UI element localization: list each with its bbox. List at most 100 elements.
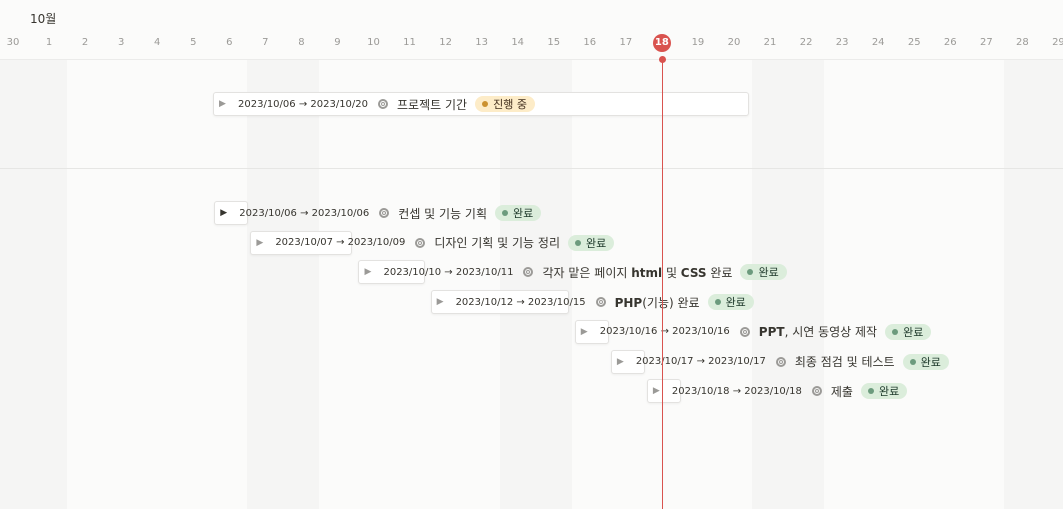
- day-number: 21: [763, 37, 777, 48]
- status-dot-icon: [714, 299, 721, 306]
- status-badge: 완료: [495, 205, 542, 221]
- timeline-item[interactable]: ▶ 2023/10/16 → 2023/10/16 PPT, 시연 동영상 제작 완료: [579, 320, 932, 344]
- day-number: 3: [117, 37, 125, 48]
- timeline-item[interactable]: ▶ 2023/10/18 → 2023/10/18 제출 완료: [651, 379, 908, 403]
- timeline-bar[interactable]: [574, 319, 609, 344]
- task-title: PHP(기능) 완료: [614, 295, 700, 310]
- group-divider: [0, 168, 1063, 169]
- day-number: 13: [475, 37, 488, 48]
- timeline-bar[interactable]: [250, 230, 353, 255]
- day-number: 14: [511, 37, 525, 48]
- status-dot-icon: [892, 328, 899, 335]
- expand-toggle-icon[interactable]: ▶: [616, 356, 624, 367]
- day-number: 10: [367, 37, 380, 48]
- status-badge: 진행 중: [475, 96, 535, 112]
- day-number: 28: [1016, 37, 1029, 48]
- status-badge: 완료: [740, 264, 787, 281]
- day-number: 26: [943, 37, 957, 48]
- status-label: 완료: [758, 266, 779, 280]
- today-day-number: 18: [652, 34, 671, 52]
- task-title: 프로젝트 기간: [397, 97, 468, 112]
- status-badge: 완료: [885, 323, 932, 340]
- timeline-bar[interactable]: [358, 260, 425, 285]
- day-number: 23: [835, 37, 849, 48]
- weekend-column: [247, 60, 320, 509]
- status-label: 완료: [586, 236, 607, 250]
- date-range: 2023/10/12 → 2023/10/15: [455, 296, 586, 308]
- header-divider: [0, 59, 1063, 60]
- timeline-item[interactable]: ▶ 2023/10/07 → 2023/10/09 디자인 기획 및 기능 정리 완료: [254, 231, 615, 255]
- target-icon: [379, 208, 390, 218]
- day-number: 1: [45, 37, 53, 48]
- status-dot-icon: [747, 269, 754, 276]
- day-number: 9: [334, 37, 341, 48]
- expand-toggle-icon[interactable]: ▶: [256, 237, 264, 248]
- expand-toggle-icon[interactable]: ▶: [220, 208, 228, 218]
- timeline-bar[interactable]: [646, 379, 681, 404]
- timeline-bar[interactable]: [430, 290, 569, 315]
- status-dot-icon: [575, 239, 581, 246]
- date-range: 2023/10/16 → 2023/10/16: [599, 326, 730, 338]
- status-label: 완료: [920, 355, 941, 369]
- day-number: 7: [262, 37, 269, 48]
- day-number: 4: [154, 37, 161, 48]
- status-dot-icon: [482, 101, 489, 107]
- timeline-bar[interactable]: [214, 201, 249, 225]
- expand-toggle-icon[interactable]: ▶: [364, 267, 372, 278]
- date-range: 2023/10/17 → 2023/10/17: [635, 356, 766, 367]
- expand-toggle-icon[interactable]: ▶: [580, 326, 588, 337]
- status-dot-icon: [867, 388, 874, 395]
- today-marker-dot: [658, 56, 666, 63]
- month-label: 10월: [30, 12, 57, 26]
- target-icon: [739, 326, 750, 337]
- day-number: 25: [907, 37, 921, 48]
- day-number: 2: [81, 37, 89, 48]
- date-range: 2023/10/18 → 2023/10/18: [671, 385, 802, 397]
- expand-toggle-icon[interactable]: ▶: [436, 297, 444, 308]
- status-badge: 완료: [902, 353, 949, 370]
- day-number: 20: [727, 37, 741, 48]
- status-label: 완료: [903, 325, 924, 339]
- weekend-column: [0, 60, 68, 509]
- status-label: 완료: [513, 207, 534, 220]
- date-range: 2023/10/06 → 2023/10/06: [239, 207, 370, 219]
- day-number: 17: [619, 37, 633, 48]
- day-number: 15: [547, 37, 561, 48]
- target-icon: [378, 99, 389, 109]
- day-number: 19: [691, 37, 705, 48]
- status-label: 진행 중: [493, 98, 527, 111]
- weekend-column: [752, 60, 825, 509]
- target-icon: [811, 386, 822, 397]
- target-icon: [523, 267, 534, 278]
- expand-toggle-icon[interactable]: ▶: [652, 386, 660, 397]
- day-number: 12: [439, 37, 452, 48]
- status-dot-icon: [909, 358, 916, 365]
- task-title: 각자 맡은 페이지 html 및 CSS 완료: [542, 265, 733, 280]
- target-icon: [415, 237, 426, 248]
- timeline-bar[interactable]: [610, 349, 645, 374]
- status-label: 완료: [725, 296, 746, 310]
- task-title: 제출: [830, 384, 853, 399]
- expand-toggle-icon[interactable]: ▶: [219, 99, 226, 109]
- day-number: 16: [583, 37, 597, 48]
- day-number: 8: [298, 37, 305, 48]
- weekend-column: [499, 60, 572, 509]
- target-icon: [775, 356, 786, 367]
- today-marker-line: [661, 59, 663, 509]
- target-icon: [595, 297, 606, 308]
- day-number: 24: [871, 37, 885, 48]
- timeline-item[interactable]: ▶ 2023/10/12 → 2023/10/15 PHP(기능) 완료 완료: [435, 290, 754, 314]
- date-range: 2023/10/07 → 2023/10/09: [275, 237, 406, 249]
- status-label: 완료: [878, 385, 900, 399]
- status-badge: 완료: [707, 294, 754, 311]
- task-title: 디자인 기획 및 기능 정리: [434, 236, 560, 251]
- day-number: 5: [190, 37, 197, 48]
- task-title: PPT, 시연 동영상 제작: [758, 325, 878, 340]
- status-badge: 완료: [860, 383, 908, 400]
- day-number: 27: [979, 37, 993, 48]
